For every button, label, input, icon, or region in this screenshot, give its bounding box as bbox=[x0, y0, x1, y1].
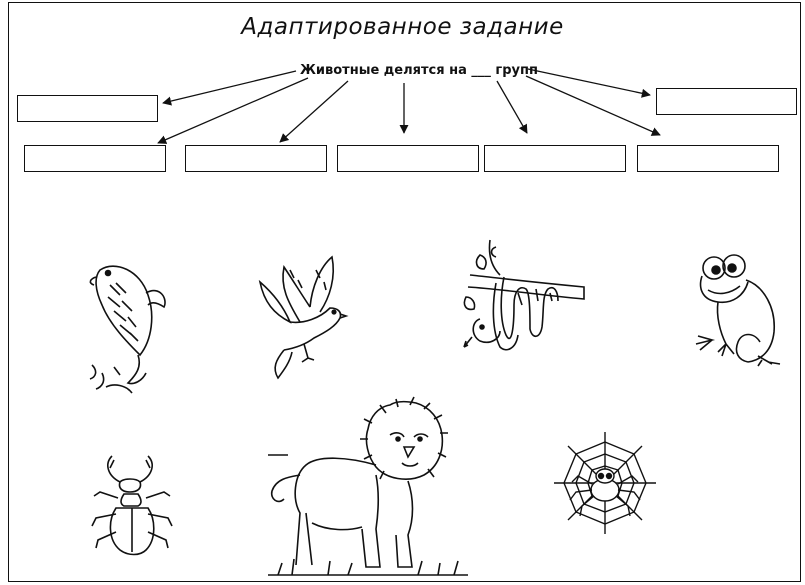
answer-box-row-4[interactable] bbox=[484, 145, 626, 172]
prompt-text: Животные делятся на bbox=[300, 63, 467, 78]
worksheet-title: Адаптированное задание bbox=[241, 14, 564, 40]
answer-box-row-5[interactable] bbox=[637, 145, 779, 172]
snake-icon bbox=[460, 235, 588, 363]
fish-icon bbox=[80, 255, 180, 397]
answer-box-row-1[interactable] bbox=[24, 145, 166, 172]
prompt-sentence: Животные делятся на ___ групп bbox=[300, 63, 538, 78]
bird-icon bbox=[250, 252, 350, 380]
answer-box-row-3[interactable] bbox=[337, 145, 479, 172]
prompt-blank[interactable]: ___ bbox=[471, 63, 491, 78]
lion-icon bbox=[268, 395, 468, 581]
answer-box-top-left[interactable] bbox=[17, 95, 158, 122]
frog-icon bbox=[688, 252, 788, 368]
spider-icon bbox=[550, 428, 660, 538]
answer-box-row-2[interactable] bbox=[185, 145, 327, 172]
beetle-icon bbox=[90, 448, 174, 558]
answer-box-top-right[interactable] bbox=[656, 88, 797, 115]
prompt-suffix: групп bbox=[495, 63, 538, 78]
